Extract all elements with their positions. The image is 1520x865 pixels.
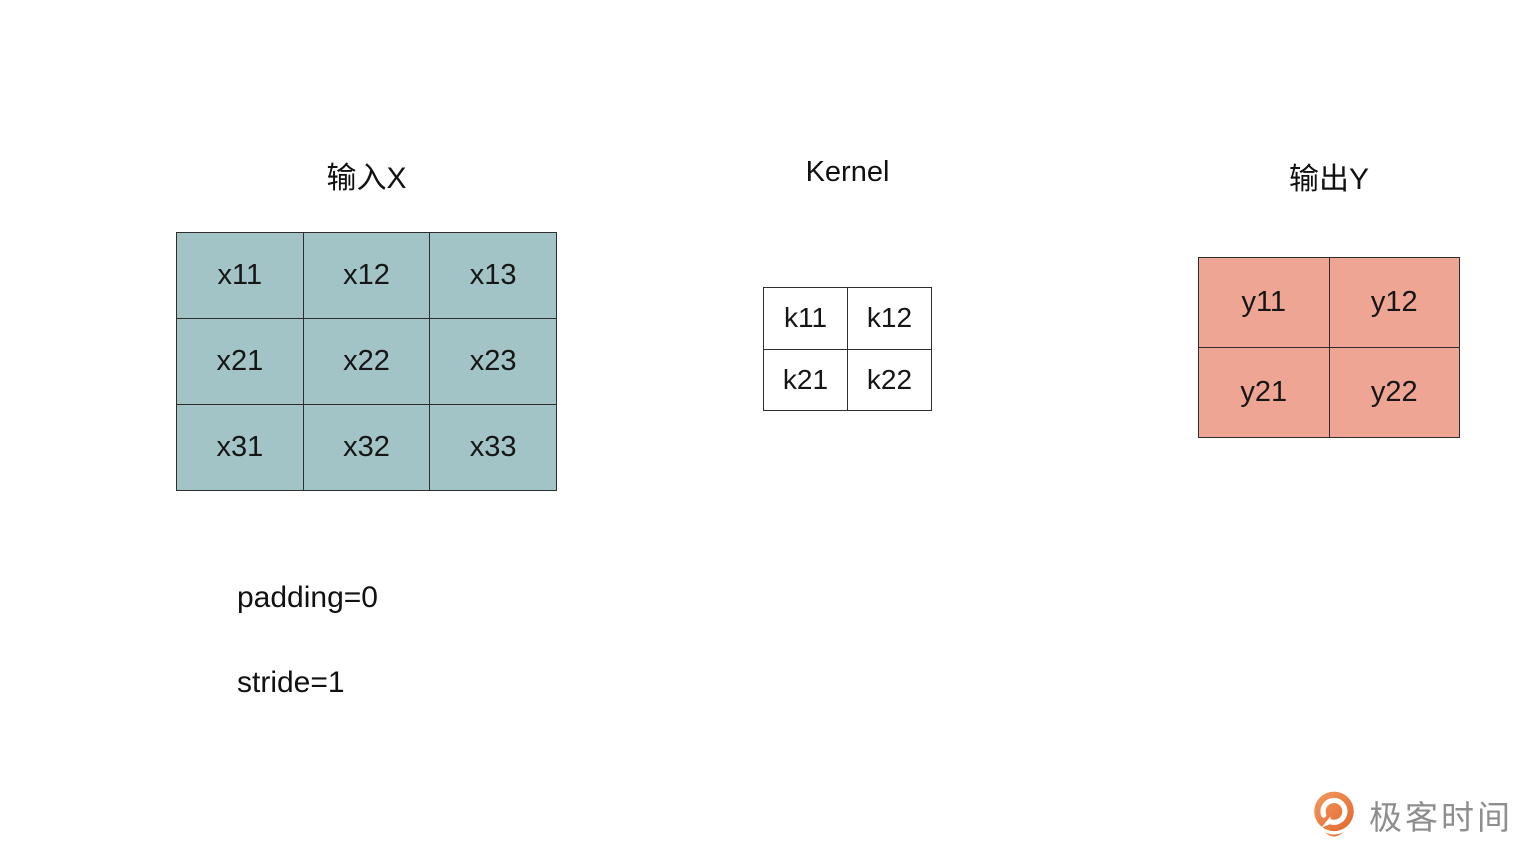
matrix-cell: k12 xyxy=(847,287,932,350)
matrix-row: x21 x22 x23 xyxy=(176,318,557,405)
output-matrix: y11 y12 y21 y22 xyxy=(1198,257,1460,438)
matrix-cell: y12 xyxy=(1328,257,1460,348)
geektime-logo-icon xyxy=(1314,791,1354,837)
matrix-cell: x31 xyxy=(176,404,304,491)
matrix-cell: x12 xyxy=(302,232,431,319)
geektime-logo-text: 极客时间 xyxy=(1369,799,1513,836)
matrix-cell: x21 xyxy=(176,318,304,405)
matrix-row: y11 y12 xyxy=(1198,257,1460,348)
kernel-title: Kernel xyxy=(805,156,890,188)
kernel-matrix: k11 k12 k21 k22 xyxy=(763,287,932,411)
matrix-cell: k11 xyxy=(763,287,848,350)
matrix-cell: x22 xyxy=(302,318,431,405)
matrix-cell: x32 xyxy=(302,404,431,491)
matrix-row: k11 k12 xyxy=(763,287,932,350)
matrix-row: y21 y22 xyxy=(1198,347,1460,438)
padding-annotation: padding=0 xyxy=(237,581,378,614)
output-matrix-title: 输出Y xyxy=(1288,163,1369,196)
input-matrix-title: 输入X xyxy=(326,162,407,195)
matrix-cell: x13 xyxy=(429,232,557,319)
matrix-cell: x23 xyxy=(429,318,557,405)
matrix-cell: y11 xyxy=(1198,257,1330,348)
matrix-cell: k21 xyxy=(763,348,848,411)
matrix-row: x11 x12 x13 xyxy=(176,232,557,319)
matrix-cell: x11 xyxy=(176,232,304,319)
matrix-row: k21 k22 xyxy=(763,348,932,411)
matrix-cell: x33 xyxy=(429,404,557,491)
geektime-logo: 极客时间 xyxy=(1308,789,1513,841)
matrix-cell: y21 xyxy=(1198,347,1330,438)
matrix-row: x31 x32 x33 xyxy=(176,404,557,491)
input-matrix: x11 x12 x13 x21 x22 x23 x31 x32 x33 xyxy=(176,232,557,491)
matrix-cell: y22 xyxy=(1328,347,1460,438)
matrix-cell: k22 xyxy=(847,348,932,411)
stride-annotation: stride=1 xyxy=(237,666,345,699)
